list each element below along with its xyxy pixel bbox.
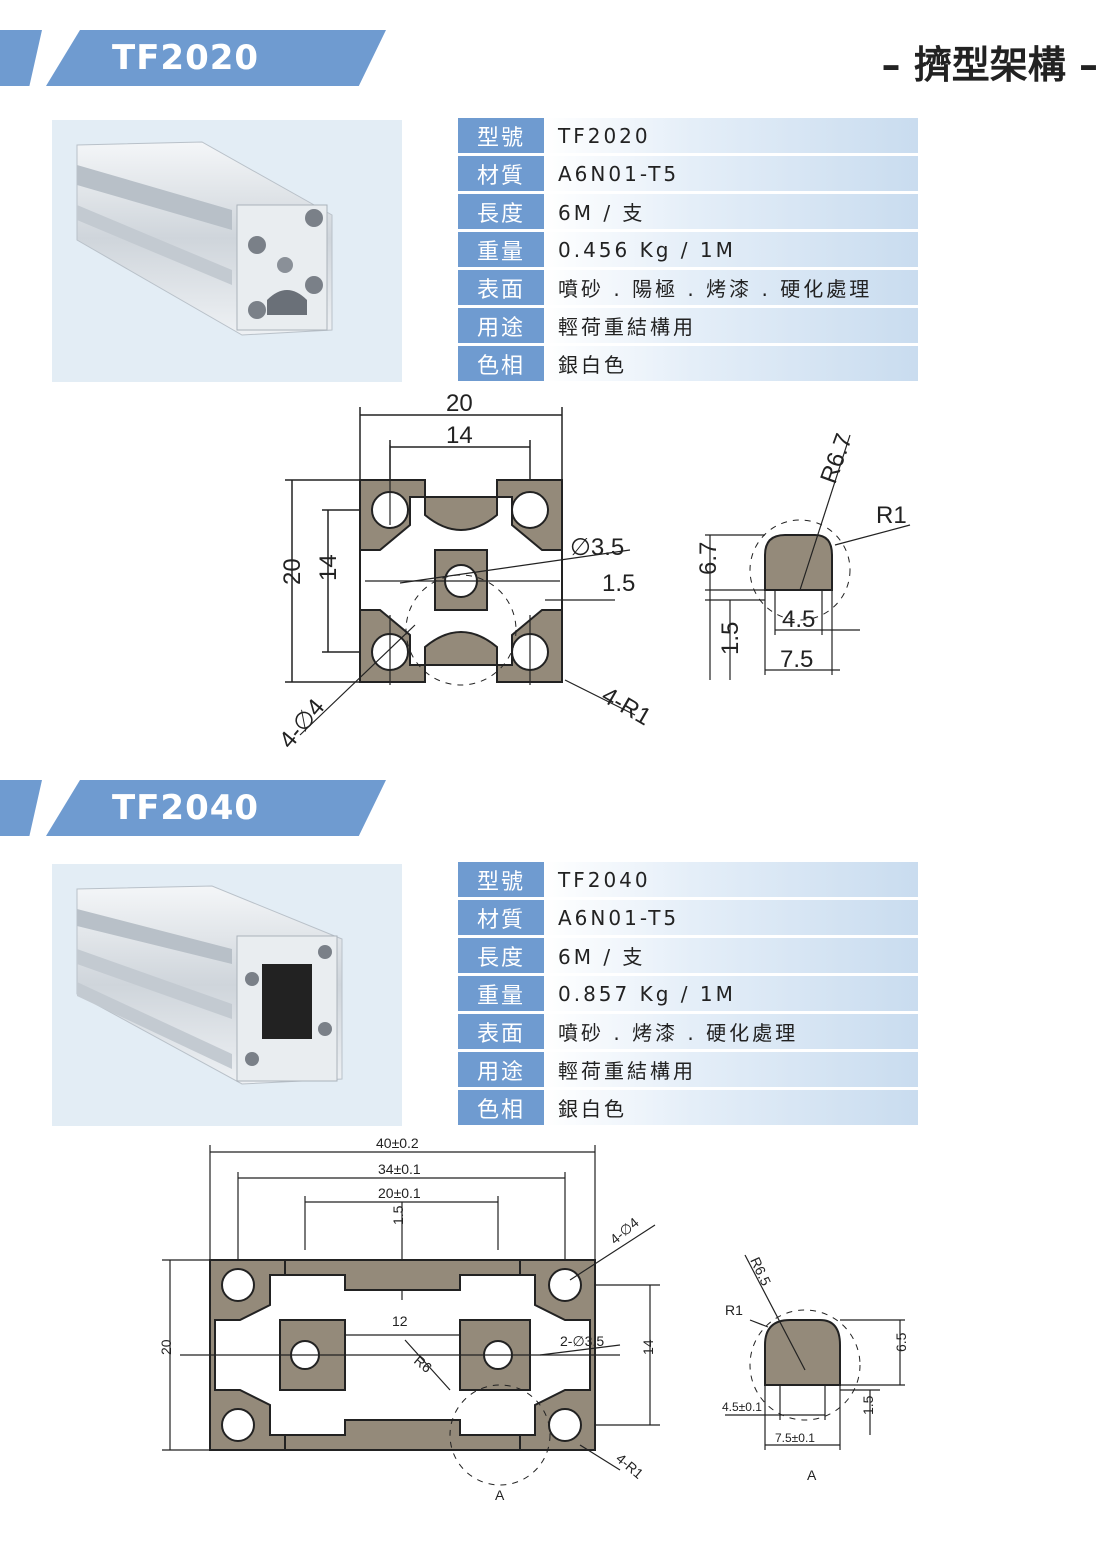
spec-table-tf2020: 型號 TF2020 材質 A6N01-T5 長度 6M / 支 重量 0.456… <box>458 118 918 384</box>
spec-label: 材質 <box>458 900 544 935</box>
spec-label: 型號 <box>458 862 544 897</box>
spec-value: TF2020 <box>544 118 918 153</box>
dim-width-20: 20 <box>446 390 473 417</box>
dim-width-40: 40±0.2 <box>376 1135 419 1151</box>
spec-row-length: 長度 6M / 支 <box>458 194 918 229</box>
spec-value: 6M / 支 <box>544 194 918 229</box>
page-heading: – 擠型架構 – <box>881 43 1098 87</box>
dim-width-14: 14 <box>446 422 473 449</box>
spec-label: 重量 <box>458 232 544 267</box>
spec-value: A6N01-T5 <box>544 900 918 935</box>
spec-row-material: 材質 A6N01-T5 <box>458 900 918 935</box>
dim-height-20: 20 <box>279 558 306 585</box>
product-photo-tf2040 <box>52 864 402 1126</box>
spec-label: 長度 <box>458 194 544 229</box>
banner-strip <box>0 780 42 836</box>
spec-label: 長度 <box>458 938 544 973</box>
banner-title: TF2020 <box>112 38 260 78</box>
spec-value: TF2040 <box>544 862 918 897</box>
spec-label: 用途 <box>458 308 544 343</box>
view-label-a: A <box>495 1487 505 1500</box>
detail-radius-65: R6.5 <box>747 1255 774 1289</box>
profile-photo-graphic <box>76 141 333 336</box>
spec-table-tf2040: 型號 TF2040 材質 A6N01-T5 長度 6M / 支 重量 0.857… <box>458 862 918 1128</box>
dim-center-hole: ∅3.5 <box>570 534 624 561</box>
banner-bar <box>46 780 386 836</box>
dim-height-14: 14 <box>315 554 342 581</box>
banner-title: TF2040 <box>112 788 260 828</box>
section-banner-tf2040: TF2040 <box>0 780 390 836</box>
spec-label: 色相 <box>458 1090 544 1125</box>
spec-row-usage: 用途 輕荷重結構用 <box>458 1052 918 1087</box>
spec-value: 輕荷重結構用 <box>544 1052 918 1087</box>
dim-width-34: 34±0.1 <box>378 1161 421 1177</box>
profile-photo-graphic <box>76 885 343 1085</box>
section-banner-tf2020: TF2020 <box>0 30 390 86</box>
spec-value: 銀白色 <box>544 1090 918 1125</box>
spec-value: 輕荷重結構用 <box>544 308 918 343</box>
spec-label: 重量 <box>458 976 544 1011</box>
detail-width-75: 7.5±0.1 <box>775 1431 815 1445</box>
spec-value: 0.456 Kg / 1M <box>544 232 918 267</box>
dim-holes-4: 4-∅4 <box>607 1214 642 1247</box>
spec-label: 表面 <box>458 270 544 305</box>
detail-radius-67: R6.7 <box>815 430 858 487</box>
dim-holes: 4-∅4 <box>274 694 330 754</box>
spec-row-usage: 用途 輕荷重結構用 <box>458 308 918 343</box>
dim-width-12: 12 <box>392 1313 408 1329</box>
spec-value: 銀白色 <box>544 346 918 381</box>
dim-slot: 1.5 <box>602 570 635 597</box>
dim-width-20: 20±0.1 <box>378 1185 421 1201</box>
dim-corner-radius: 4-R1 <box>613 1450 647 1482</box>
dim-holes-2: 2-∅3.5 <box>560 1333 604 1349</box>
spec-row-surface: 表面 噴砂 . 陽極 . 烤漆 . 硬化處理 <box>458 270 918 305</box>
spec-row-surface: 表面 噴砂 . 烤漆 . 硬化處理 <box>458 1014 918 1049</box>
banner-strip <box>0 30 42 86</box>
spec-label: 色相 <box>458 346 544 381</box>
spec-value: 噴砂 . 烤漆 . 硬化處理 <box>544 1014 918 1049</box>
dim-height-20: 20 <box>158 1339 174 1355</box>
spec-label: 用途 <box>458 1052 544 1087</box>
spec-row-model: 型號 TF2020 <box>458 118 918 153</box>
detail-width-45: 4.5±0.1 <box>722 1400 762 1414</box>
detail-view-label-a: A <box>807 1467 817 1483</box>
detail-height-67: 6.7 <box>695 542 722 575</box>
dim-corner-radius: 4-R1 <box>597 682 656 731</box>
spec-label: 型號 <box>458 118 544 153</box>
detail-radius-1: R1 <box>725 1302 743 1318</box>
spec-label: 表面 <box>458 1014 544 1049</box>
spec-row-material: 材質 A6N01-T5 <box>458 156 918 191</box>
dim-height-14: 14 <box>640 1339 656 1355</box>
spec-value: 噴砂 . 陽極 . 烤漆 . 硬化處理 <box>544 270 918 305</box>
detail-width-45: 4.5 <box>782 606 815 633</box>
product-photo-tf2020 <box>52 120 402 382</box>
spec-row-length: 長度 6M / 支 <box>458 938 918 973</box>
spec-row-color: 色相 銀白色 <box>458 346 918 381</box>
spec-row-color: 色相 銀白色 <box>458 1090 918 1125</box>
banner-bar <box>46 30 386 86</box>
spec-value: 0.857 Kg / 1M <box>544 976 918 1011</box>
spec-row-weight: 重量 0.857 Kg / 1M <box>458 976 918 1011</box>
spec-row-model: 型號 TF2040 <box>458 862 918 897</box>
technical-drawing-tf2040: 40±0.2 34±0.1 20±0.1 1.5 4-∅4 12 2-∅3.5 … <box>158 1135 909 1500</box>
spec-value: A6N01-T5 <box>544 156 918 191</box>
dim-radius-6: R6 <box>411 1352 435 1376</box>
spec-value: 6M / 支 <box>544 938 918 973</box>
detail-radius-1: R1 <box>876 502 907 529</box>
detail-height-15: 1.5 <box>717 622 744 655</box>
detail-height-65: 6.5 <box>893 1332 909 1352</box>
spec-label: 材質 <box>458 156 544 191</box>
dim-slot-15: 1.5 <box>390 1205 406 1225</box>
spec-row-weight: 重量 0.456 Kg / 1M <box>458 232 918 267</box>
technical-drawing-tf2020: 20 14 20 14 ∅3.5 1.5 4-∅4 4-R1 R6.7 R1 6… <box>274 390 911 754</box>
detail-width-75: 7.5 <box>780 646 813 673</box>
detail-height-15: 1.5 <box>860 1395 876 1415</box>
